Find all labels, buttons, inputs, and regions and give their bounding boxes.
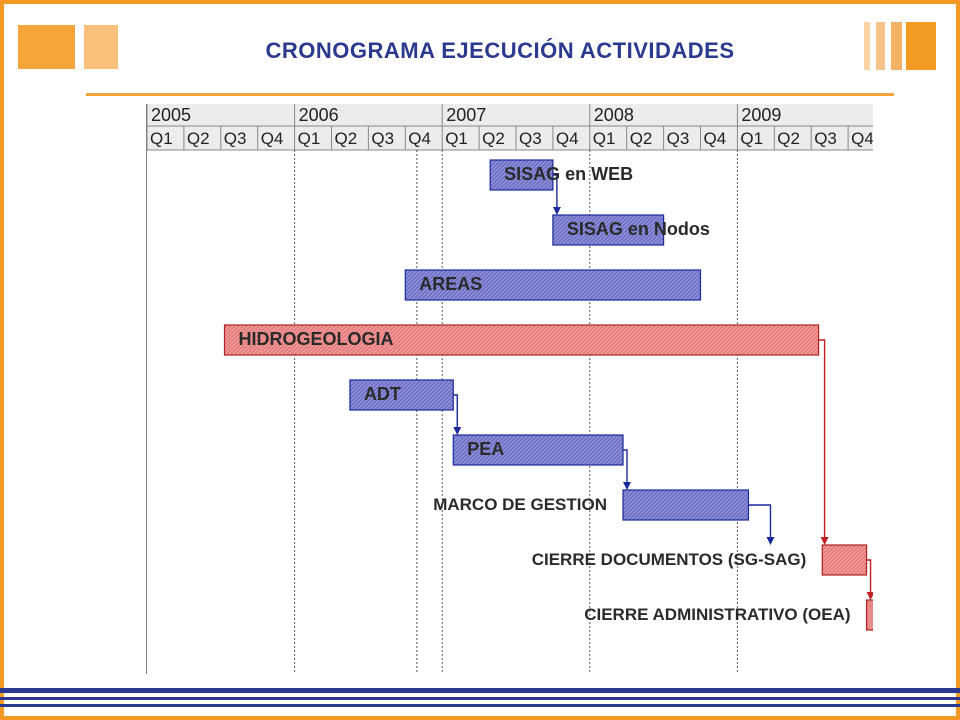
year-label: 2007 (446, 105, 486, 125)
footer-line-bottom (0, 704, 960, 707)
task-label: PEA (467, 439, 504, 459)
quarter-label: Q2 (187, 129, 210, 148)
right-deco-stripe-4 (906, 22, 936, 70)
timescale-header-bg (147, 104, 873, 150)
task-label: CIERRE ADMINISTRATIVO (OEA) (584, 605, 850, 624)
task-bar (404, 269, 702, 301)
dependency-arrowhead (766, 537, 775, 545)
quarter-label: Q1 (740, 129, 763, 148)
quarter-label: Q3 (224, 129, 247, 148)
dependency-link (748, 504, 772, 537)
task-label: HIDROGEOLOGIA (238, 329, 393, 349)
task-bar (821, 544, 868, 576)
quarter-label: Q4 (851, 129, 873, 148)
left-deco-block (18, 25, 75, 69)
quarter-label: Q4 (704, 129, 727, 148)
right-deco-stripe-3 (891, 22, 902, 70)
task-bar (622, 489, 750, 521)
right-deco-stripe-2 (876, 22, 885, 70)
task-label: SISAG en Nodos (567, 219, 710, 239)
quarter-label: Q3 (667, 129, 690, 148)
dependency-link (623, 449, 628, 482)
title-underline (86, 93, 894, 96)
task-label: SISAG en WEB (504, 164, 633, 184)
task-label: ADT (364, 384, 401, 404)
quarter-label: Q4 (408, 129, 431, 148)
quarter-label: Q1 (445, 129, 468, 148)
task-bar (452, 434, 624, 466)
quarter-label: Q1 (150, 129, 173, 148)
dependency-link (453, 394, 458, 427)
dependency-arrowhead (552, 207, 561, 215)
quarter-label: Q3 (519, 129, 542, 148)
quarter-label: Q3 (814, 129, 837, 148)
task-bar (223, 324, 820, 356)
quarter-label: Q2 (335, 129, 358, 148)
quarter-label: Q2 (630, 129, 653, 148)
dependency-arrowhead (453, 427, 462, 435)
quarter-label: Q4 (556, 129, 579, 148)
task-label: AREAS (419, 274, 482, 294)
dependency-link (866, 559, 872, 592)
footer-line-top (0, 688, 960, 693)
dependency-link (818, 339, 826, 537)
quarter-label: Q1 (298, 129, 321, 148)
task-label: CIERRE DOCUMENTOS (SG-SAG) (532, 550, 807, 569)
quarter-label: Q2 (777, 129, 800, 148)
quarter-label: Q2 (482, 129, 505, 148)
year-label: 2005 (151, 105, 191, 125)
left-deco-block-small (84, 25, 118, 69)
right-deco-stripe-1 (864, 22, 870, 70)
task-bar (552, 214, 665, 246)
quarter-label: Q1 (593, 129, 616, 148)
quarter-label: Q3 (371, 129, 394, 148)
task-bar (489, 159, 554, 191)
page-title: CRONOGRAMA EJECUCIÓN ACTIVIDADES (265, 38, 735, 63)
dependency-link (552, 174, 558, 207)
quarter-label: Q4 (261, 129, 284, 148)
task-label: MARCO DE GESTION (433, 495, 607, 514)
dependency-arrowhead (623, 482, 632, 490)
task-bar (349, 379, 454, 411)
dependency-arrowhead (866, 592, 873, 600)
year-label: 2008 (594, 105, 634, 125)
dependency-arrowhead (820, 537, 829, 545)
footer-line-mid (0, 697, 960, 700)
year-label: 2006 (299, 105, 339, 125)
task-bar (865, 599, 873, 631)
year-label: 2009 (741, 105, 781, 125)
